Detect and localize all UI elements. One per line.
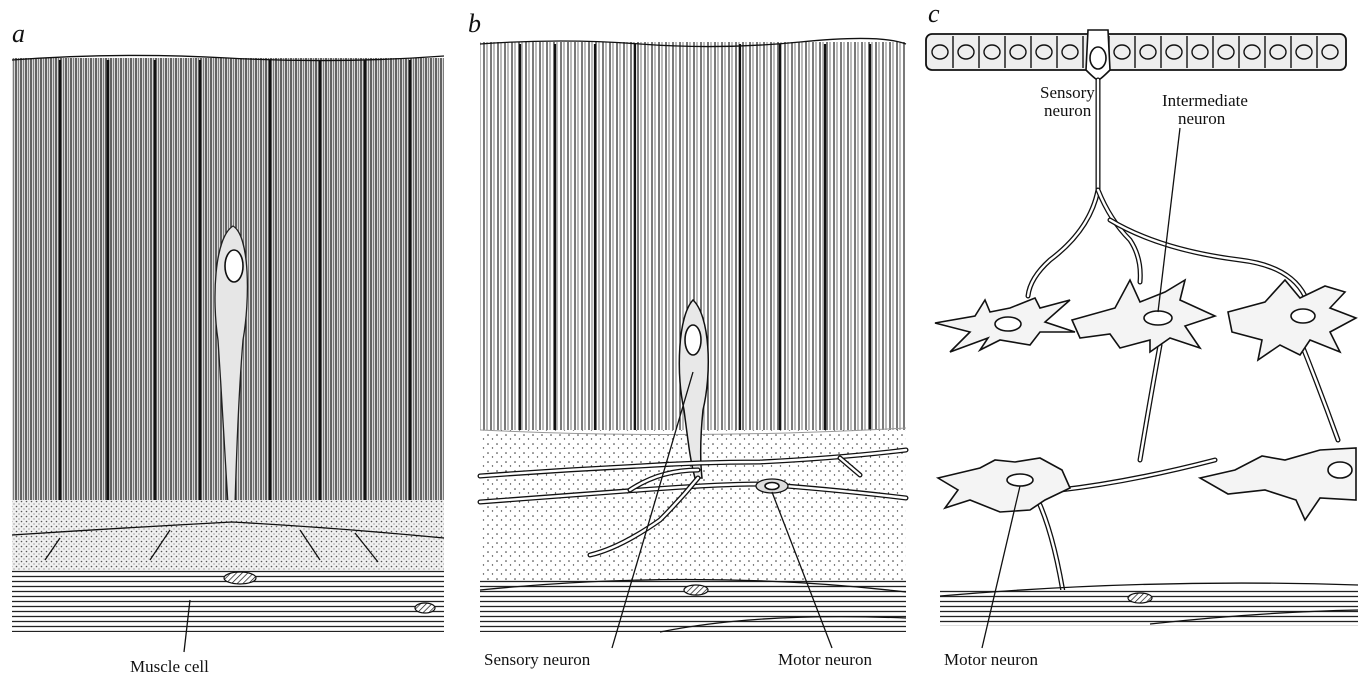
label-c-intermediate-line1: Intermediate (1162, 91, 1248, 110)
panel-a-nucleus (225, 250, 243, 282)
label-b-sensory-neuron: Sensory neuron (484, 650, 591, 669)
panel-c-letter: c (928, 0, 940, 28)
label-c-sensory-line2: neuron (1044, 101, 1092, 120)
panel-a-muscle-nucleus (224, 572, 256, 584)
panel-a-letter: a (12, 19, 25, 48)
panel-c-epithelium (926, 34, 1346, 70)
label-c-intermediate-line2: neuron (1178, 109, 1226, 128)
panel-c-muscle-layer (940, 583, 1358, 626)
panel-a: a Muscle cell (12, 19, 444, 676)
panel-b-sensory-nucleus (685, 325, 701, 355)
panel-b-muscle-nucleus (684, 585, 708, 595)
label-muscle-cell: Muscle cell (130, 657, 209, 676)
panel-b-letter: b (468, 9, 481, 38)
panel-a-basal-layer (12, 500, 444, 570)
panel-c-motor-neuron-body (938, 458, 1070, 512)
panel-c-intermediate-neuron (1072, 280, 1215, 352)
panel-c-neuron-lower-right (1200, 448, 1356, 520)
label-b-motor-neuron: Motor neuron (778, 650, 872, 669)
label-c-motor-neuron: Motor neuron (944, 650, 1038, 669)
label-c-sensory-line1: Sensory (1040, 83, 1095, 102)
panel-b: b (468, 9, 906, 669)
panel-c: c (926, 0, 1358, 669)
